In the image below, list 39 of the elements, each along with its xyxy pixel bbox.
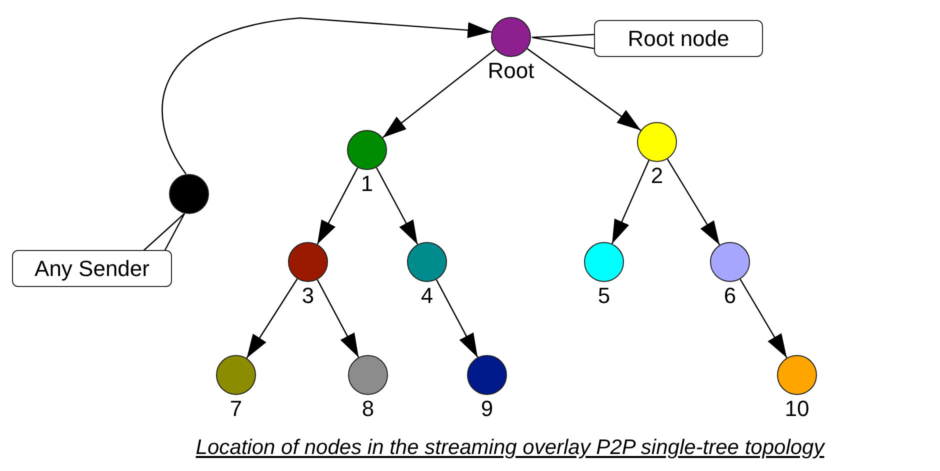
node-label: 3 — [302, 284, 314, 308]
callout-box: Any Sender — [12, 250, 172, 287]
node-circle — [777, 355, 817, 395]
node-circle — [407, 242, 447, 282]
callout-box: Root node — [594, 20, 763, 57]
node-label: 1 — [360, 172, 374, 196]
node-circle — [491, 17, 531, 57]
node-label: 9 — [480, 397, 494, 421]
arrow — [436, 279, 478, 358]
arrow — [611, 160, 650, 244]
arrow — [376, 167, 418, 245]
arrow — [162, 17, 492, 174]
arrow — [740, 278, 788, 358]
caption: Location of nodes in the streaming overlay P2P single-tree topology — [194, 436, 826, 460]
node-circle — [467, 355, 507, 395]
node-circle — [288, 242, 328, 282]
arrow — [382, 48, 496, 138]
node-label: Root — [488, 59, 534, 83]
arrow — [526, 48, 642, 131]
node-circle — [216, 355, 256, 395]
arrow — [316, 167, 358, 245]
node-label: 6 — [724, 284, 736, 308]
callout-tail — [531, 34, 595, 50]
node-label: 5 — [598, 284, 610, 308]
arrow — [246, 278, 298, 358]
node-label: 7 — [230, 397, 242, 421]
node-circle — [348, 355, 388, 395]
arrow — [316, 279, 360, 358]
node-label: 10 — [784, 397, 810, 421]
node-circle — [637, 122, 677, 162]
node-label: 2 — [650, 164, 664, 188]
callout-tail — [141, 212, 186, 253]
node-circle — [710, 242, 750, 282]
arrow — [666, 158, 720, 246]
node-circle — [347, 130, 387, 170]
node-circle — [584, 242, 624, 282]
node-circle — [169, 174, 209, 214]
node-label: 8 — [362, 397, 374, 421]
node-label: 4 — [420, 284, 434, 308]
